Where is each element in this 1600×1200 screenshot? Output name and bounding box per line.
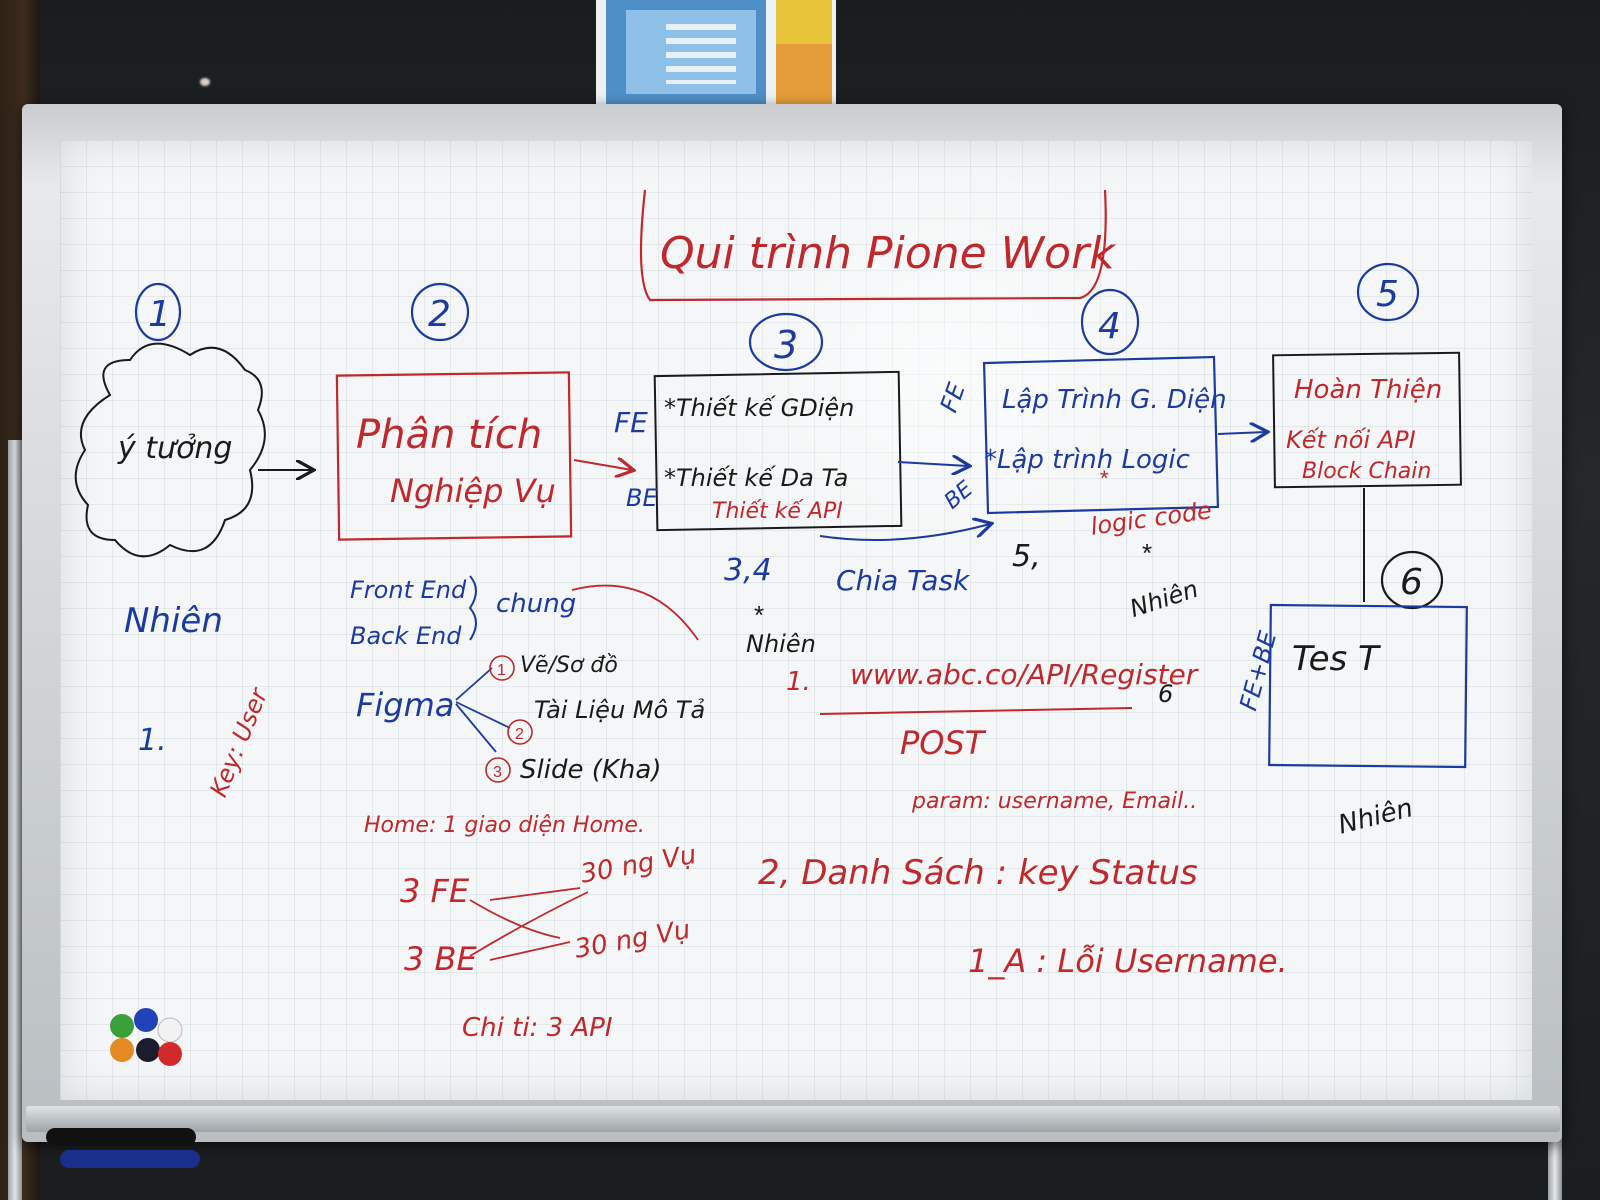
nhien-4-star: * <box>1142 538 1152 568</box>
be3-note: 3 BE <box>404 940 477 978</box>
key-user: Key: User <box>204 682 274 800</box>
url-underline <box>819 707 1133 715</box>
arrow-4-5 <box>1217 432 1266 434</box>
chiti-note: Chi ti: 3 API <box>462 1013 613 1043</box>
step-6-number: 6 <box>1380 550 1444 610</box>
nhien-4: Nhiên <box>1126 575 1201 623</box>
step-4-number: 4 <box>1080 288 1140 356</box>
ceiling-light <box>200 78 210 86</box>
analysis-line1: Phân tích <box>356 412 542 458</box>
nv30b-note: 30 ng Vụ <box>572 915 692 965</box>
nv30a-note: 30 ng Vụ <box>578 840 698 890</box>
magnets <box>110 1008 183 1066</box>
wall-sign-graphic <box>596 0 836 104</box>
dev-box <box>982 355 1220 515</box>
fe3-note: 3 FE <box>400 872 470 910</box>
nhien-6: Nhiên <box>1335 793 1416 840</box>
dev-be-tag: BE <box>940 477 978 515</box>
nhien-3-star: * <box>754 600 764 630</box>
idea-cloud <box>74 342 266 558</box>
nhien-3: Nhiên <box>746 630 816 658</box>
marker-black[interactable] <box>46 1128 196 1146</box>
stand-leg-left <box>8 440 22 1200</box>
test-box <box>1268 603 1468 769</box>
brace <box>468 575 477 641</box>
title-box <box>639 189 1107 302</box>
svg-text:1: 1 <box>497 662 506 679</box>
design-be-tag: BE <box>626 484 658 512</box>
svg-text:3: 3 <box>774 323 798 367</box>
arrow-chia-task <box>819 524 990 541</box>
finish-box <box>1272 351 1462 489</box>
arrow-3-4 <box>897 462 968 466</box>
step-3-number: 3 <box>748 312 824 372</box>
url-num: 1. <box>786 667 811 697</box>
url-num-6: 6 <box>1158 680 1173 708</box>
design-fe-item: *Thiết kế GDiện <box>664 394 854 422</box>
svg-text:5: 5 <box>1376 274 1399 315</box>
home-note: Home: 1 giao diện Home. <box>364 813 645 838</box>
figma-branches <box>455 667 511 753</box>
marker-tray <box>26 1106 1560 1132</box>
item-1: 1. <box>138 723 167 758</box>
step-1-number: 1 <box>134 282 182 342</box>
finish-line2: Kết nối API <box>1286 426 1416 454</box>
finish-line3: Block Chain <box>1302 459 1431 484</box>
analysis-line2: Nghiệp Vụ <box>390 472 556 510</box>
dev-fe-item: Lập Trình G. Diện <box>1002 385 1227 415</box>
fe-be-cross-arrows <box>469 887 589 961</box>
svg-text:1: 1 <box>148 294 171 335</box>
design-box <box>653 370 903 532</box>
dev-fe-tag: FE <box>935 378 972 416</box>
design-fe-tag: FE <box>614 406 648 439</box>
svg-text:2: 2 <box>428 294 451 335</box>
danh-sach-note: 2, Danh Sách : key Status <box>758 853 1198 893</box>
figma-item-1: Vẽ/Sơ đồ <box>520 653 618 678</box>
test-label: Tes T <box>1292 639 1381 679</box>
param-note: param: username, Email.. <box>911 789 1197 814</box>
svg-text:4: 4 <box>1098 306 1121 347</box>
dev-red-asterisk: * <box>1100 466 1109 491</box>
figma-item-2: Tài Liệu Mô Tả <box>534 696 705 724</box>
logic-code-note: logic code <box>1089 496 1214 541</box>
dev-be-item: *Lập trình Logic <box>984 445 1190 475</box>
svg-text:2: 2 <box>515 726 524 743</box>
frontend-label: Front End <box>350 576 467 604</box>
loi-note: 1_A : Lỗi Username. <box>968 942 1288 980</box>
post-note: POST <box>900 724 987 762</box>
step-2-number: 2 <box>410 282 470 342</box>
finish-line1: Hoàn Thiện <box>1294 375 1442 405</box>
url-note: www.abc.co/API/Register <box>850 658 1199 691</box>
figma-label: Figma <box>356 686 454 724</box>
step-5-number: 5 <box>1356 262 1420 322</box>
idea-label: ý tưởng <box>117 431 232 466</box>
design-be-sub: Thiết kế API <box>712 499 843 524</box>
svg-text:3: 3 <box>493 764 502 781</box>
chia-task-note: Chia Task <box>836 564 971 597</box>
chung-label: chung <box>496 589 576 619</box>
chung-arrow <box>571 584 699 641</box>
n34-note: 3,4 <box>724 553 772 588</box>
marker-blue[interactable] <box>60 1150 200 1168</box>
design-be-item: *Thiết kế Da Ta <box>664 464 848 492</box>
arrow-2-3 <box>573 460 632 470</box>
backend-label: Back End <box>350 622 462 650</box>
title-text: Qui trình Pione Work <box>660 228 1116 279</box>
svg-text:6: 6 <box>1400 562 1423 603</box>
analysis-box <box>335 371 573 541</box>
n5-note: 5, <box>1012 539 1041 574</box>
febe-note: FE+BE <box>1234 627 1282 713</box>
figma-item-3: Slide (Kha) <box>520 755 661 785</box>
nhien-1: Nhiên <box>124 601 223 641</box>
